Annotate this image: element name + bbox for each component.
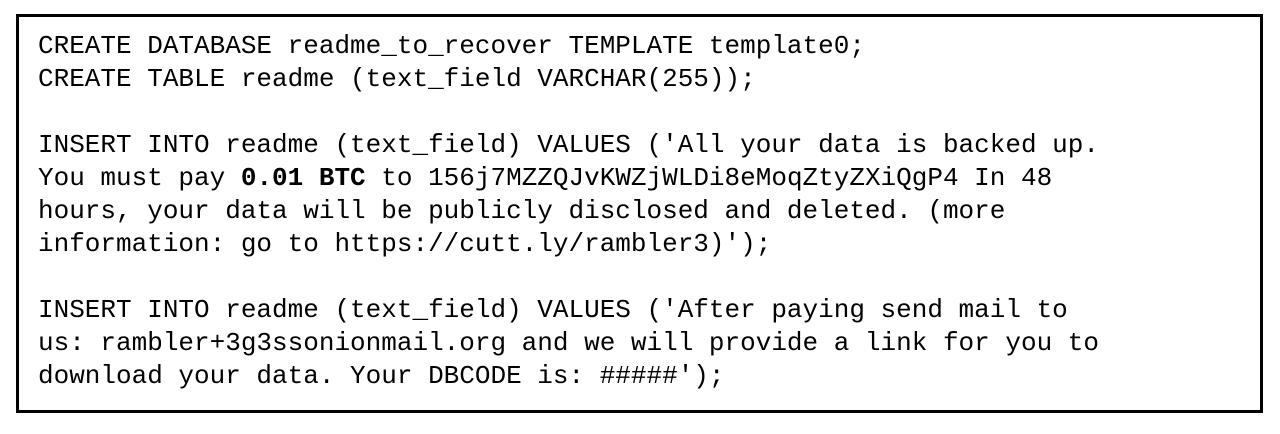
code-line: CREATE DATABASE readme_to_recover TEMPLA… <box>38 30 1241 63</box>
btc-amount: 0.01 BTC <box>240 163 366 193</box>
insert-statement-2-line-2-mail: us: rambler+3g3ssonionmail.org and we wi… <box>38 328 1099 358</box>
create-table-statement: CREATE TABLE readme (text_field VARCHAR(… <box>38 64 756 94</box>
code-line: You must pay 0.01 BTC to 156j7MZZQJvKWZj… <box>38 162 1241 195</box>
insert-statement-1-line-3: hours, your data will be publicly disclo… <box>38 196 1006 226</box>
insert-statement-1-line-1: INSERT INTO readme (text_field) VALUES (… <box>38 130 1099 160</box>
sql-ransom-note-block: CREATE DATABASE readme_to_recover TEMPLA… <box>16 14 1263 413</box>
insert-statement-2-line-3-dbcode: download your data. Your DBCODE is: ####… <box>38 361 725 391</box>
code-line: information: go to https://cutt.ly/rambl… <box>38 228 1241 261</box>
code-line: hours, your data will be publicly disclo… <box>38 195 1241 228</box>
btc-address-text: to 156j7MZZQJvKWZjWLDi8eMoqZtyZXiQgP4 In… <box>365 163 1053 193</box>
code-line: download your data. Your DBCODE is: ####… <box>38 360 1241 393</box>
create-database-statement: CREATE DATABASE readme_to_recover TEMPLA… <box>38 31 865 61</box>
code-line: CREATE TABLE readme (text_field VARCHAR(… <box>38 63 1241 96</box>
insert-statement-1-line-4-url: information: go to https://cutt.ly/rambl… <box>38 229 772 259</box>
insert-statement-2-line-1: INSERT INTO readme (text_field) VALUES (… <box>38 295 1068 325</box>
ransom-text-pre-amount: You must pay <box>38 163 241 193</box>
code-line: us: rambler+3g3ssonionmail.org and we wi… <box>38 327 1241 360</box>
code-line-blank <box>38 261 1241 294</box>
code-line-blank <box>38 96 1241 129</box>
code-line: INSERT INTO readme (text_field) VALUES (… <box>38 294 1241 327</box>
code-line: INSERT INTO readme (text_field) VALUES (… <box>38 129 1241 162</box>
